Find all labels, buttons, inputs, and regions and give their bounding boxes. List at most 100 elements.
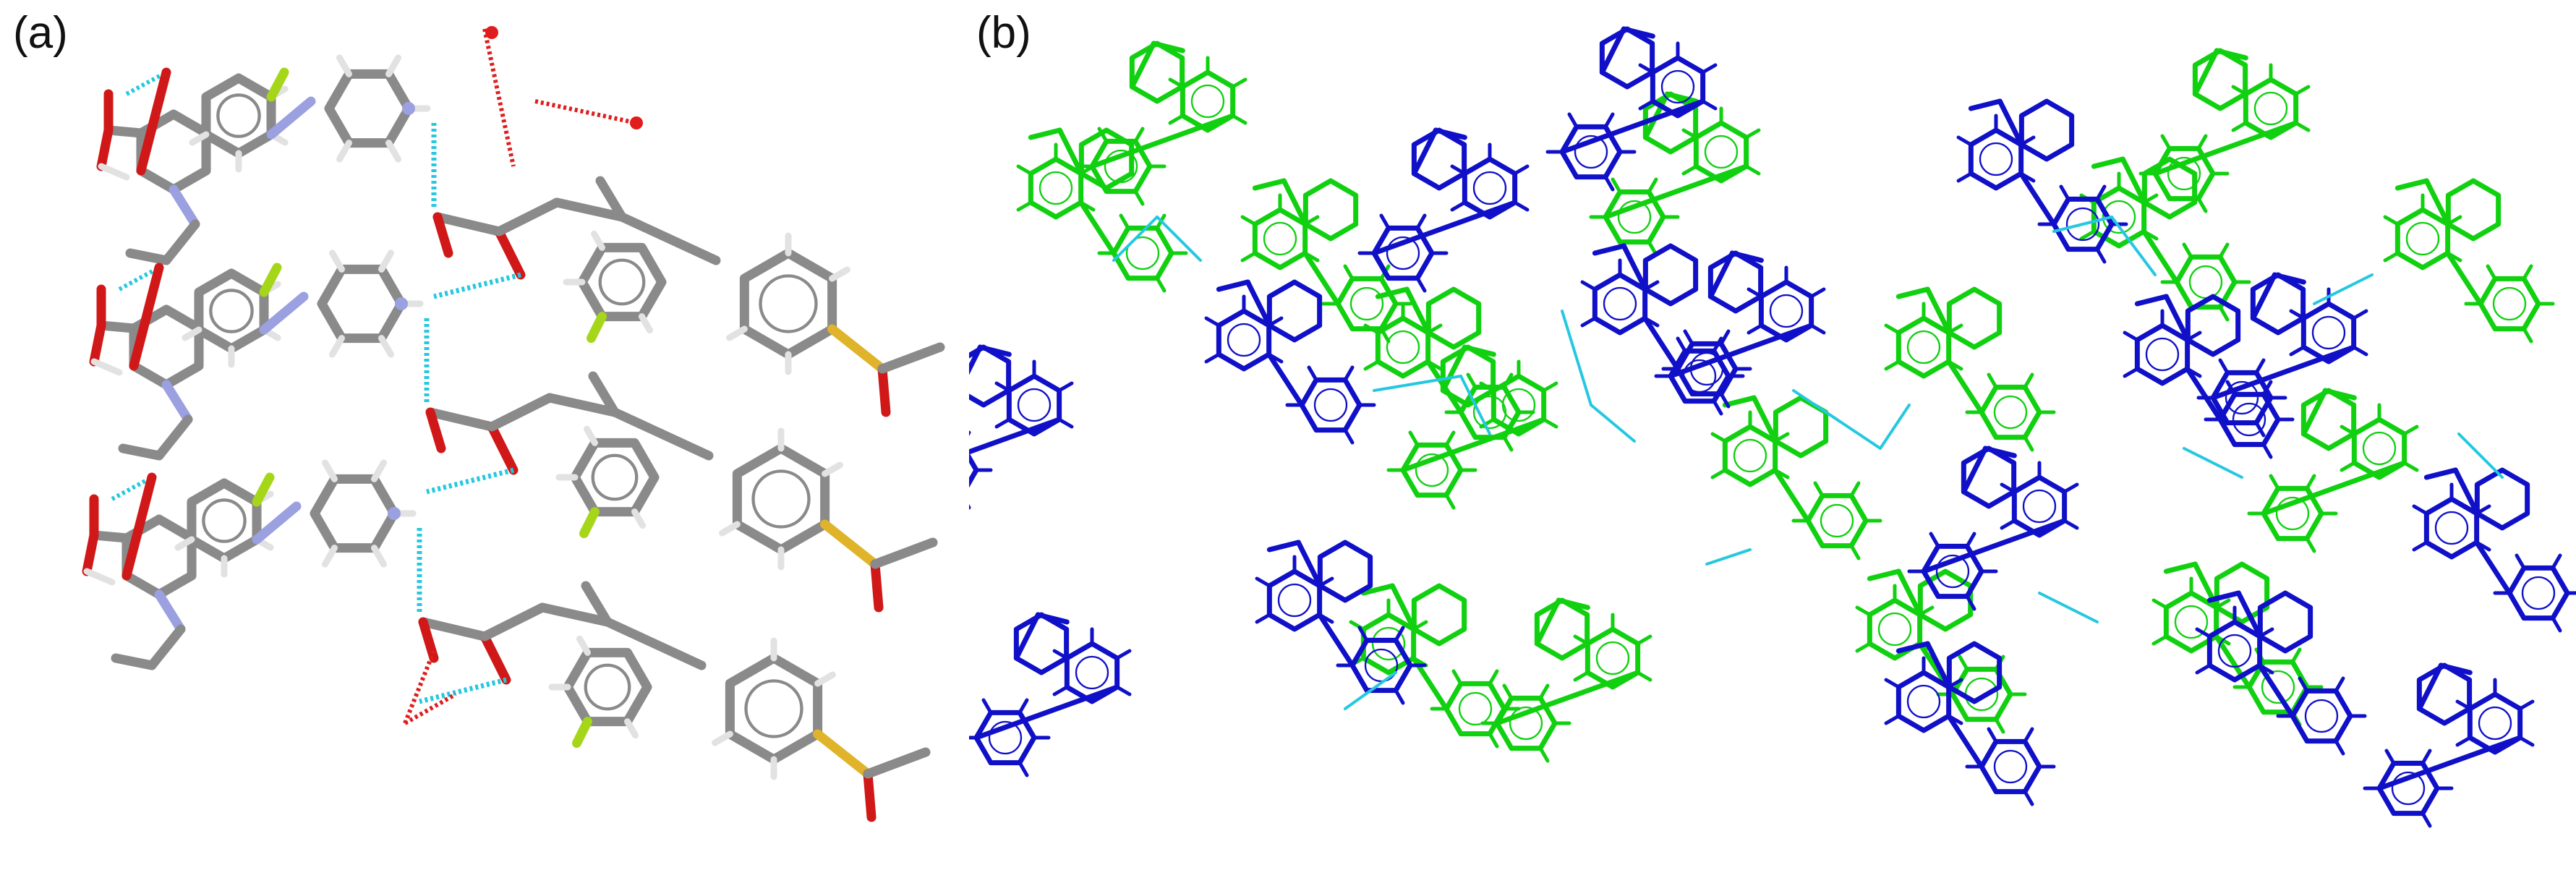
hydrogen-bond-stub — [1809, 287, 1826, 299]
packing-ring — [1028, 156, 1084, 220]
packing-ring-aromatic-circle — [1227, 323, 1261, 357]
hydrogen-bond-stub — [2195, 663, 2212, 675]
packing-hbond — [1561, 310, 1592, 406]
hydrogen-bond-stub — [1747, 287, 1763, 299]
packing-hbond — [1705, 548, 1752, 566]
packing-hbond — [1459, 375, 1491, 435]
packing-ring-aromatic-circle — [1964, 677, 1999, 712]
hydrogen-bond-stub — [1567, 112, 1579, 129]
packing-ring — [1375, 315, 1431, 379]
packing-sidechain — [2120, 156, 2147, 205]
hydrogen-bond-stub — [2402, 425, 2419, 436]
hydrogen-bond-stub — [1681, 128, 1698, 140]
benzylidene — [617, 212, 721, 265]
hydrogen-bond-stub — [2383, 215, 2400, 226]
hydrogen-bond-stub — [1987, 727, 1998, 743]
packing-ring — [2257, 590, 2313, 654]
hydrogen-bond-stub — [1415, 276, 1427, 293]
packing-ring — [1317, 540, 1373, 603]
piperazine-ring — [324, 69, 414, 148]
indene-fluorine — [579, 507, 600, 539]
benzene-ring-aromatic-circle — [209, 289, 254, 333]
packing-sidechain — [2322, 388, 2357, 401]
packing-ring-aromatic-circle — [1075, 655, 1109, 690]
packing-hbond — [1373, 375, 1462, 392]
packing-ring-aromatic-circle — [2311, 315, 2346, 350]
hydrogen-bond-stub — [2486, 264, 2497, 281]
hydrogen-bond-stub — [639, 313, 653, 334]
hydroxyl-oxygen — [82, 530, 99, 576]
hydrogen-bond-stub — [1676, 336, 1687, 353]
packing-link — [1400, 417, 1547, 473]
packing-ring-aromatic-circle — [2492, 286, 2527, 321]
packing-ring — [2290, 688, 2353, 744]
packing-sidechain — [2416, 662, 2444, 712]
packing-ring — [1693, 120, 1749, 184]
hydrogen-bond-stub — [1638, 99, 1655, 111]
hydrogen-bond-stub — [2151, 634, 2168, 646]
hydrogen-bond-stub — [1647, 177, 1658, 194]
hydrogen-bond-stub — [994, 381, 1011, 393]
packing-sidechain — [2452, 467, 2480, 516]
hydrogen-bond-stub — [1255, 576, 1271, 588]
packing-ring — [1129, 40, 1185, 104]
packing-ring-aromatic-circle — [2145, 337, 2180, 372]
contact-line — [403, 649, 436, 725]
packing-ring — [2134, 323, 2191, 386]
hydrogen-bond-stub — [1813, 481, 1825, 498]
packing-ring-aromatic-circle — [2261, 670, 2295, 704]
benzene-ring-aromatic-circle — [202, 498, 247, 543]
packing-sidechain — [1440, 344, 1467, 393]
packing-sidechain — [1389, 583, 1417, 632]
indene-benzo-ring-aromatic-circle — [598, 258, 646, 306]
sulfinyl-s — [813, 729, 873, 779]
packing-ring-aromatic-circle — [1458, 691, 1493, 726]
packing-ring — [1534, 597, 1590, 661]
hydrogen-bond-stub — [2023, 435, 2034, 452]
sulfinyl-o — [870, 559, 884, 613]
hydrogen-bond-stub — [1855, 641, 1872, 653]
packing-ring-aromatic-circle — [988, 720, 1023, 755]
indene-c — [545, 393, 620, 417]
packing-ring-aromatic-circle — [2391, 771, 2426, 806]
packing-ring — [1064, 641, 1120, 704]
packing-hbond — [2052, 216, 2113, 233]
sulfinyl-s — [820, 519, 880, 569]
packing-sidechain — [2214, 48, 2248, 61]
acetate-c — [432, 212, 504, 236]
packing-sidechain — [2423, 178, 2451, 227]
indene-benzo-ring — [570, 438, 660, 517]
packing-sidechain — [1433, 127, 1467, 140]
hydrogen-bond-stub — [1016, 164, 1033, 176]
hydrogen-bond-stub — [2294, 85, 2311, 96]
indene-benzo-ring — [577, 242, 667, 322]
packing-ring-aromatic-circle — [2275, 496, 2310, 531]
hydrogen-bond-stub — [2412, 504, 2428, 516]
hydrogen-bond-stub — [1168, 77, 1185, 89]
hydrogen-bond-stub — [378, 250, 394, 273]
packing-hbond — [2110, 216, 2157, 276]
packing-ring-aromatic-circle — [1704, 135, 1739, 169]
packing-ring-aromatic-circle — [2174, 605, 2209, 639]
hydrogen-bond-stub — [2522, 327, 2533, 344]
hydrogen-bond-stub — [2095, 247, 2107, 264]
packing-ring — [2206, 619, 2263, 683]
sulfinylphenyl-ring-aromatic-circle — [751, 469, 811, 529]
hydrogen-bond-stub — [2305, 537, 2316, 553]
hydrogen-bond-stub — [576, 635, 591, 656]
methylene — [487, 393, 555, 432]
packing-sidechain — [1722, 395, 1757, 408]
hydrogen-bond-stub — [1097, 127, 1109, 143]
hydrogen-bond-stub — [2218, 358, 2230, 375]
hydrogen-bond-stub — [2195, 627, 2212, 639]
hydrogen-bond-stub — [712, 730, 733, 746]
carboxyl-carbon — [96, 320, 139, 333]
packing-sidechain — [2438, 662, 2473, 675]
hydrogen-bond-stub — [1357, 626, 1369, 642]
hydrogen-bond-stub — [1573, 634, 1590, 646]
packing-ring — [1979, 384, 2042, 440]
hydrogen-bond-stub — [1343, 264, 1355, 281]
packing-sidechain — [1411, 127, 1438, 176]
packing-ring-aromatic-circle — [1190, 84, 1225, 119]
packing-hbond — [1792, 389, 1882, 450]
